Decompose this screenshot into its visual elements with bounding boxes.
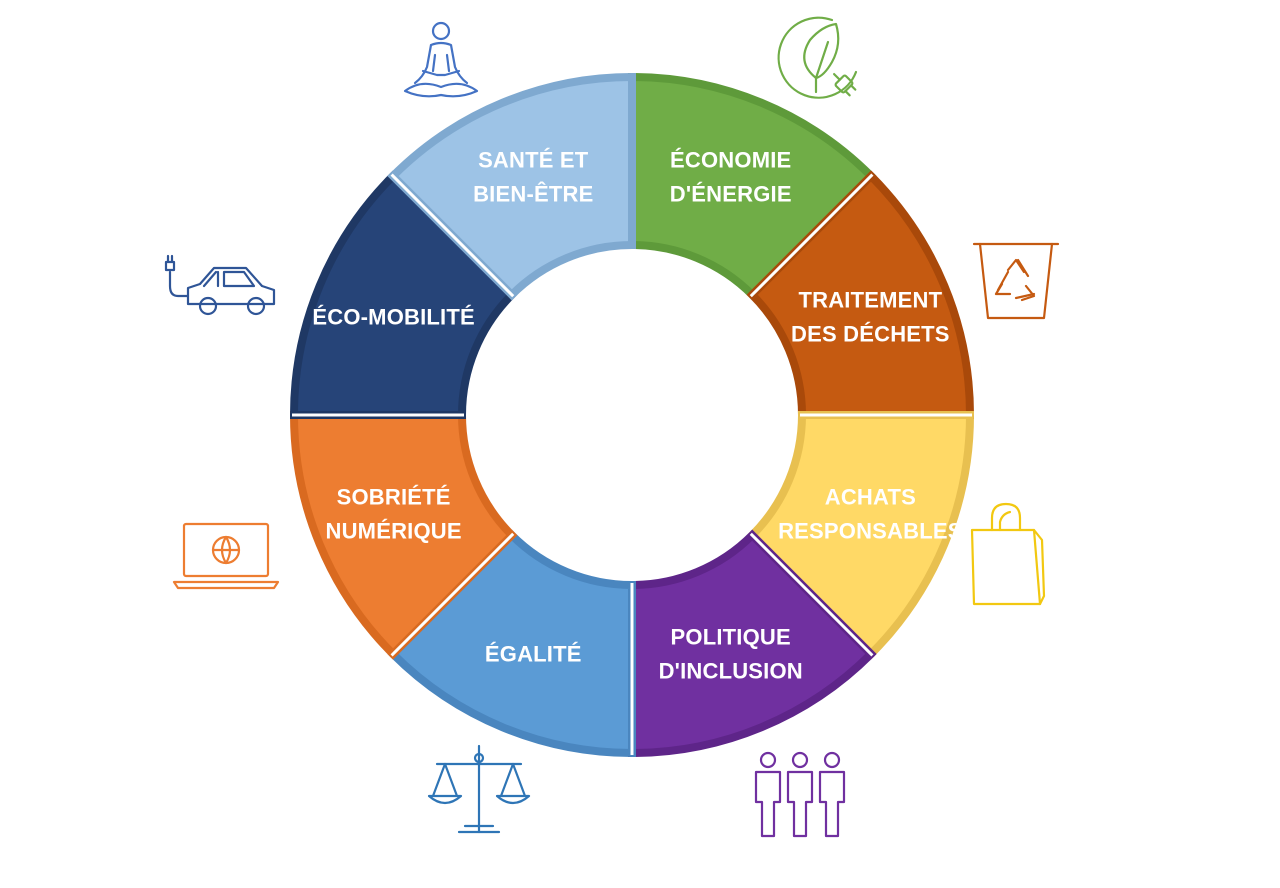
- segment-mobilite: [289, 170, 518, 419]
- shopping-bag-icon: [970, 502, 1046, 606]
- wheel-segments: [289, 72, 975, 758]
- segment-inclusion: [628, 529, 877, 758]
- segment-label-line: RESPONSABLES: [778, 519, 963, 544]
- people-group-icon: [754, 751, 846, 838]
- meditation-icon: [403, 21, 479, 98]
- segment-label-line: ÉCONOMIE: [670, 148, 791, 173]
- segment-label-egalite: ÉGALITÉ: [485, 641, 582, 666]
- segment-label-line: DES DÉCHETS: [791, 321, 950, 346]
- segment-sante: [387, 72, 636, 301]
- laptop-globe-icon: [172, 522, 280, 590]
- segment-label-line: D'INCLUSION: [659, 658, 803, 683]
- wheel-labels: ÉCONOMIE D'ÉNERGIE TRAITEMENT DES DÉCHETS AC…: [312, 148, 962, 684]
- segment-divider: [749, 173, 874, 298]
- segment-label-line: ACHATS: [825, 485, 916, 510]
- segment-sobriete: [289, 411, 518, 660]
- segment-dechets: [746, 170, 975, 419]
- segment-achats: [746, 411, 975, 660]
- segment-label-line: ÉGALITÉ: [485, 641, 582, 666]
- segment-label-line: SOBRIÉTÉ: [337, 485, 451, 510]
- segment-label-dechets: TRAITEMENT DES DÉCHETS: [791, 287, 950, 346]
- segment-label-sobriete: SOBRIÉTÉ NUMÉRIQUE: [326, 485, 462, 544]
- segment-label-sante: SANTÉ ET BIEN-ÊTRE: [473, 148, 593, 207]
- segment-label-line: TRAITEMENT: [798, 287, 942, 312]
- recycle-bin-icon: [972, 242, 1060, 320]
- segment-label-mobilite: ÉCO-MOBILITÉ: [312, 304, 475, 329]
- segment-label-achats: ACHATS RESPONSABLES: [778, 485, 963, 544]
- segment-divider: [390, 173, 515, 298]
- segment-label-line: POLITIQUE: [671, 624, 791, 649]
- segment-divider: [749, 532, 874, 657]
- segment-label-line: ÉCO-MOBILITÉ: [312, 304, 475, 329]
- leaf-plug-icon: [777, 16, 858, 99]
- segment-label-line: BIEN-ÊTRE: [473, 182, 593, 207]
- segment-label-line: D'ÉNERGIE: [670, 182, 792, 207]
- segment-label-line: SANTÉ ET: [478, 148, 589, 173]
- segment-label-energie: ÉCONOMIE D'ÉNERGIE: [670, 148, 792, 207]
- segment-label-line: NUMÉRIQUE: [326, 519, 462, 544]
- scales-icon: [427, 744, 531, 834]
- electric-car-icon: [164, 254, 276, 316]
- segment-energie: [628, 72, 877, 301]
- segment-egalite: [387, 529, 636, 758]
- segment-label-inclusion: POLITIQUE D'INCLUSION: [659, 624, 803, 683]
- segment-divider: [390, 532, 515, 657]
